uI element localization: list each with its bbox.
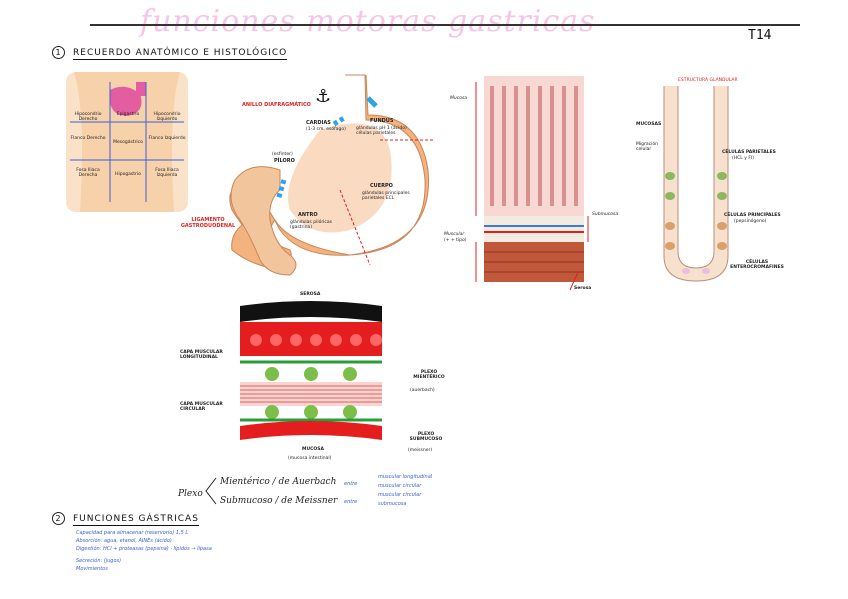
- wall-submucoso-label: PLEXO SUBMUCOSO: [409, 432, 443, 442]
- fundus-note: glándulas pH 1 (ácido) células parietale…: [356, 126, 407, 136]
- parietales-label: CÉLULAS PARIETALES: [722, 150, 776, 155]
- principales-label: CÉLULAS PRINCIPALES: [724, 213, 781, 218]
- antro-note: glándulas pilóricas (gastrina): [290, 220, 332, 230]
- page-title: funciones motoras gastricas: [140, 4, 596, 39]
- function-item: Absorción: agua, etanol, AINEs (ácido): [76, 538, 172, 544]
- parietales-note: (HCL y FI): [732, 156, 754, 161]
- section-1-title: Recuerdo anatómico e histológico: [73, 48, 288, 60]
- plexo-brace: [205, 477, 217, 505]
- mucosa-block-illustration: [475, 76, 589, 291]
- function-item: Capacidad para almacenar (reservorio) 1,…: [76, 530, 189, 536]
- plexo-label: Plexo: [178, 489, 203, 499]
- region-label: Fosa Iliaca Derecha: [76, 168, 100, 178]
- section-2-number: 2: [52, 512, 65, 525]
- gland-title: ESTRUCTURA GLANDULAR: [678, 78, 738, 83]
- abdomen-figure: [70, 72, 184, 212]
- wall-longitudinal-label: CAPA MUSCULAR LONGITUDINAL: [180, 350, 223, 360]
- abdomen-illustration: Hipocondrio Derecho Epigastrio Hipocondr…: [66, 72, 188, 212]
- plexo-row2-sub2: submucosa: [378, 501, 407, 507]
- cardias-label: CARDIAS: [306, 120, 331, 126]
- region-label: Flanco Izquierdo: [148, 136, 186, 141]
- wall-mienterico-label: PLEXO MIENTÉRICO: [413, 370, 445, 380]
- wall-mucosa-note: (mucosa intestinal): [288, 456, 332, 461]
- cardias-note: (1-3 cm. esófago): [306, 127, 346, 132]
- region-label: Flanco Derecho: [70, 136, 106, 141]
- region-label: Mesogástrico: [113, 140, 143, 145]
- function-item: Movimientos: [76, 566, 108, 572]
- gland-illustration: [663, 86, 729, 282]
- plexo-row2: Submucoso / de Meissner: [220, 496, 338, 506]
- piloro-note: (esfínter): [272, 152, 293, 157]
- enterocromafines-label: CÉLULAS ENTEROCROMAFINES: [730, 260, 784, 270]
- wall-circular-label: CAPA MUSCULAR CIRCULAR: [180, 402, 223, 412]
- principales-note: (pepsinógeno): [734, 219, 767, 224]
- mucosas-label: MUCOSAS: [636, 122, 662, 127]
- section-1-heading: 1 Recuerdo anatómico e histológico: [52, 46, 288, 60]
- mucosa-label: Mucosa: [450, 96, 468, 101]
- section-1-number: 1: [52, 46, 65, 59]
- region-label: Hipocondrio Izquierdo: [153, 112, 181, 122]
- wall-serosa-label: SEROSA: [300, 292, 321, 297]
- wall-layers-illustration: [236, 300, 386, 460]
- section-2-title: Funciones gástricas: [73, 514, 199, 526]
- region-label: Epigastrio: [116, 112, 140, 117]
- wall-submucoso-note: (meissner): [408, 448, 433, 453]
- wall-mucosa-label: MUCOSA: [302, 447, 324, 452]
- plexo-row2-sub1: muscular circular: [378, 492, 422, 498]
- migracion-label: Migración celular: [636, 142, 658, 152]
- stomach-illustration: ⚓ ⚓: [229, 74, 435, 276]
- wall-mienterico-note: (auerbach): [410, 388, 435, 393]
- anchor-icon: ⚓: [315, 86, 331, 107]
- antro-label: ANTRO: [298, 212, 318, 218]
- section-2-heading: 2 Funciones gástricas: [52, 512, 199, 526]
- serosa-label: Serosa: [574, 286, 592, 291]
- function-item: Secreción: (jugos): [76, 558, 122, 564]
- region-label: Fosa Iliaca Izquierda: [155, 168, 179, 178]
- plexo-row1-sub1: muscular longitudinal: [378, 474, 433, 480]
- anillo-label: ANILLO DIAFRAGMÁTICO: [242, 102, 311, 108]
- ligamento-label: LIGAMENTO GASTRODUODENAL: [180, 217, 236, 229]
- region-label: Hipocondrio Derecho: [74, 112, 102, 122]
- piloro-label: PÍLORO: [274, 158, 295, 164]
- submucosa-label: Submucosa: [592, 212, 619, 217]
- muscular-note: (+ + tipo): [444, 238, 467, 243]
- plexo-row1-note: entre: [344, 481, 358, 487]
- plexo-row1: Mientérico / de Auerbach: [220, 477, 337, 487]
- muscular-label: Muscular: [444, 232, 465, 237]
- cuerpo-note: glándulas principales parietales ECL: [362, 191, 410, 201]
- title-underline: [90, 24, 800, 26]
- plexo-row2-note: entre: [344, 499, 358, 505]
- fundus-label: FUNDUS: [370, 118, 394, 124]
- plexo-row1-sub2: muscular circular: [378, 483, 422, 489]
- page-tag: T14: [748, 28, 772, 43]
- region-label: Hipogastrio: [115, 172, 141, 177]
- function-item: Digestión: HCl + proteasas (pepsina) · l…: [76, 546, 212, 552]
- cuerpo-label: CUERPO: [370, 183, 393, 189]
